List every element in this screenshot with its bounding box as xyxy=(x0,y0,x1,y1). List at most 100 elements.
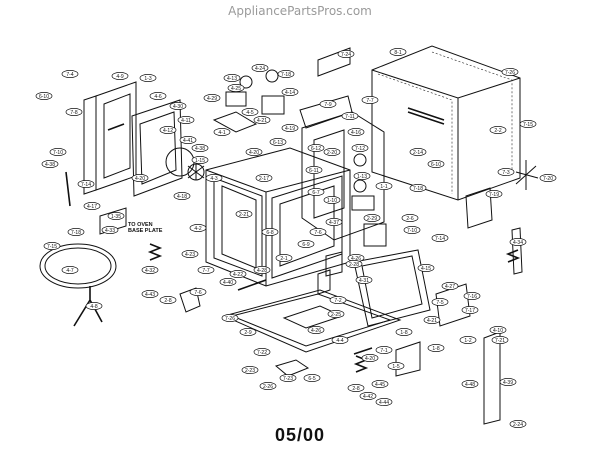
part-callout: 2-26 xyxy=(259,382,277,390)
part-callout: 4-41 xyxy=(179,136,197,144)
callout-bubble xyxy=(491,336,509,344)
callout-label: 1-1 xyxy=(380,184,387,190)
part-callout: 2-25 xyxy=(327,310,345,318)
callout-label: 4-41 xyxy=(183,138,193,144)
part-callout: 4-31 xyxy=(355,276,373,284)
callout-bubble xyxy=(375,346,393,354)
callout-bubble xyxy=(251,64,269,72)
callout-bubble xyxy=(395,328,413,336)
callout-label: 2-8 xyxy=(352,386,359,392)
part-callout: 4-8 xyxy=(85,302,103,310)
part-callout: 7-19 xyxy=(485,190,503,198)
callout-bubble xyxy=(371,380,389,388)
part-callout: 4-17 xyxy=(83,202,101,210)
callout-label: 6-7 xyxy=(312,190,319,196)
callout-bubble xyxy=(241,366,259,374)
callout-bubble xyxy=(485,190,503,198)
part-callout: 7-17 xyxy=(461,306,479,314)
part-callout: 7-12 xyxy=(351,144,369,152)
callout-bubble xyxy=(325,218,343,226)
callout-label: 7-17 xyxy=(465,308,475,314)
callout-label: 1-8 xyxy=(432,346,439,352)
part-callout: 6-9 xyxy=(297,240,315,248)
callout-bubble xyxy=(501,68,519,76)
callout-label: 4-24 xyxy=(255,66,265,72)
callout-bubble xyxy=(307,144,325,152)
callout-label: 6-13 xyxy=(273,140,283,146)
callout-bubble xyxy=(107,212,125,220)
callout-bubble xyxy=(169,102,187,110)
part-callout: 1-15 xyxy=(191,156,209,164)
callout-bubble xyxy=(223,74,241,82)
callout-label: 4-38 xyxy=(45,162,55,168)
callout-label: 6-9 xyxy=(302,242,309,248)
callout-label: 7-21 xyxy=(495,338,505,344)
callout-label: 2-1 xyxy=(280,256,287,262)
part-callout: 4-43 xyxy=(141,290,159,298)
callout-bubble xyxy=(149,92,167,100)
part-callout: 7-24 xyxy=(337,50,355,58)
callout-bubble xyxy=(355,276,373,284)
callout-label: 4-40 xyxy=(223,280,233,286)
part-callout: 6-8 xyxy=(261,228,279,236)
callout-bubble xyxy=(499,378,517,386)
part-callout: 2-21 xyxy=(235,210,253,218)
callout-label: 2-23 xyxy=(245,368,255,374)
callout-label: 6-10 xyxy=(39,94,49,100)
part-callout: 1-35 xyxy=(107,212,125,220)
part-callout: 4-14 xyxy=(281,88,299,96)
part-callout: 4-9 xyxy=(111,72,129,80)
callout-label: 4-10 xyxy=(493,328,503,334)
callout-bubble xyxy=(139,74,157,82)
callout-label: 4-39 xyxy=(503,380,513,386)
callout-label: 2-21 xyxy=(239,212,249,218)
part-callout: 7-11 xyxy=(341,112,359,120)
callout-label: 7-19 xyxy=(489,192,499,198)
callout-label: 4-33 xyxy=(105,228,115,234)
callout-bubble xyxy=(423,316,441,324)
part-callout: 4-37 xyxy=(325,218,343,226)
part-callout: 7-26 xyxy=(221,314,239,322)
part-callout: 2-6 xyxy=(401,214,419,222)
callout-label: 4-32 xyxy=(145,268,155,274)
callout-label: 4-13 xyxy=(227,76,237,82)
callout-label: 4-20 xyxy=(135,176,145,182)
part-callout: 4-24 xyxy=(251,64,269,72)
callout-label: 7-12 xyxy=(355,146,365,152)
callout-bubble xyxy=(519,120,537,128)
callout-label: 4-26 xyxy=(311,328,321,334)
callout-bubble xyxy=(459,336,477,344)
part-callout: 4-3 xyxy=(205,174,223,182)
callout-label: 7-9 xyxy=(324,102,331,108)
part-callout: 7-18 xyxy=(277,70,295,78)
callout-bubble xyxy=(197,266,215,274)
part-callout: 4-38 xyxy=(191,144,209,152)
part-callout: 7-5 xyxy=(431,298,449,306)
part-callout: 4-4 xyxy=(331,336,349,344)
callout-bubble xyxy=(461,306,479,314)
part-callout: 4-34 xyxy=(509,238,527,246)
callout-label: 7-10 xyxy=(53,150,63,156)
callout-label: 7-26 xyxy=(505,70,515,76)
part-callout: 4-18 xyxy=(173,192,191,200)
callout-label: 6-8 xyxy=(266,230,273,236)
callout-bubble xyxy=(509,420,527,428)
callout-label: 7-8 xyxy=(70,110,77,116)
part-callout: 4-7 xyxy=(61,266,79,274)
part-callout: 4-12 xyxy=(159,126,177,134)
callout-label: 4-12 xyxy=(163,128,173,134)
callout-bubble xyxy=(41,160,59,168)
part-callout: 7-26 xyxy=(501,68,519,76)
callout-bubble xyxy=(35,92,53,100)
callout-label: 4-9 xyxy=(116,74,123,80)
callout-label: 1-10 xyxy=(327,198,337,204)
callout-bubble xyxy=(43,242,61,250)
callout-bubble xyxy=(181,250,199,258)
callout-bubble xyxy=(61,70,79,78)
part-callout: 4-40 xyxy=(219,278,237,286)
part-callout: 2-28 xyxy=(345,260,363,268)
callout-label: 4-20 xyxy=(249,150,259,156)
part-callout: 4-38 xyxy=(41,160,59,168)
part-callout: 1-5 xyxy=(387,362,405,370)
part-callout: 4-28 xyxy=(253,266,271,274)
